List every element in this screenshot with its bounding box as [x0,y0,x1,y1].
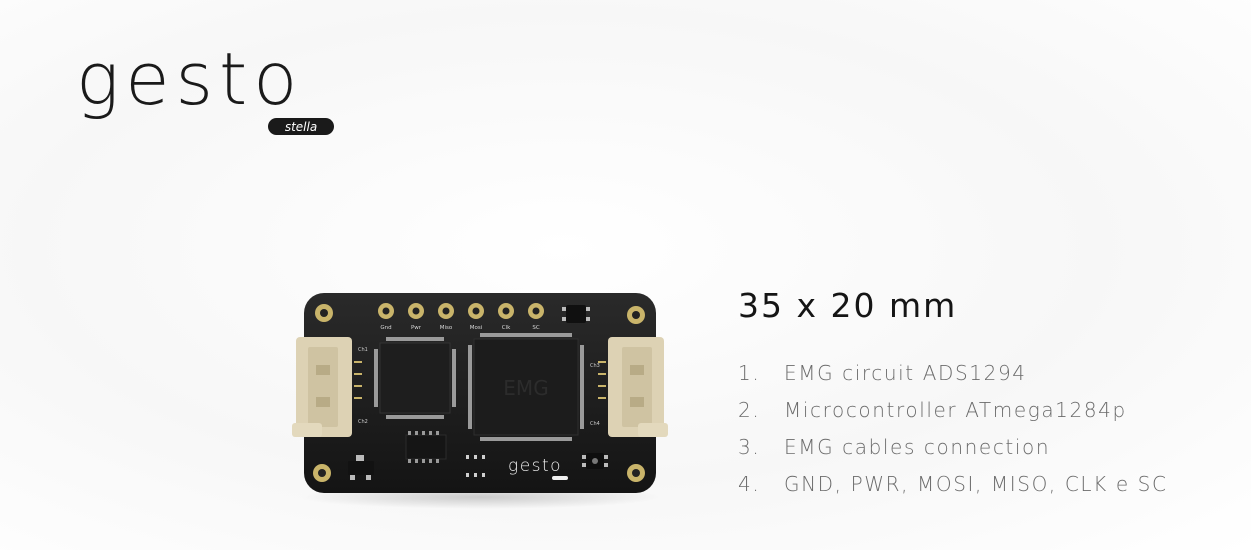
smd-pads [466,455,485,477]
feature-number: 1. [738,361,761,385]
small-component-bottom [582,453,608,469]
pin-label: Pwr [411,325,422,331]
feature-text: Microcontroller ATmega1284p [784,398,1127,422]
feature-list: 1. EMG circuit ADS1294 2. Microcontroller … [738,358,1168,506]
transistor [348,455,374,480]
pcb-silkscreen-brand: gesto [508,456,562,476]
emg-chip-ads1294 [374,337,456,419]
feature-text: EMG cables connection [784,435,1051,459]
connector-label: Ch3 [590,363,600,369]
header-pins [378,303,544,319]
gesto-logo: gesto stella [76,38,334,135]
logo-sub-pill [268,118,334,135]
feature-item: 3. EMG cables connection [738,432,1168,469]
connector-label: Ch1 [358,347,368,353]
logo-sub-text: stella [285,120,317,134]
pin-label: Clk [502,325,511,331]
mounting-holes [313,304,645,482]
connector-label: Ch4 [590,421,600,427]
logo-wordmark: gesto [76,38,303,121]
pin-label: Gnd [380,325,391,331]
pcb-board-image: Gnd Pwr Miso Mosi Clk SC Ch1 Ch2 Ch3 Ch4 [292,293,668,509]
chip-label: EMG [503,376,548,400]
feature-number: 2. [738,398,761,422]
feature-item: 1. EMG circuit ADS1294 [738,358,1168,395]
pin-labels: Gnd Pwr Miso Mosi Clk SC [380,325,539,331]
pin-label: SC [532,325,539,331]
small-component-top [562,305,590,323]
small-chip-bottom [405,431,447,463]
right-connector [598,337,668,437]
pcb-silkscreen-pill [552,476,568,480]
feature-number: 3. [738,435,761,459]
pin-label: Miso [440,325,453,331]
connector-label: Ch2 [358,419,368,425]
feature-item: 2. Microcontroller ATmega1284p [738,395,1168,432]
feature-number: 4. [738,472,761,496]
feature-text: EMG circuit ADS1294 [784,361,1027,385]
pin-label: Mosi [470,325,483,331]
feature-item: 4. GND, PWR, MOSI, MISO, CLK e SC [738,469,1168,506]
board-size-heading: 35 x 20 mm [738,286,958,325]
mcu-chip-atmega1284p: EMG [468,333,584,441]
left-connector [292,337,362,437]
feature-text: GND, PWR, MOSI, MISO, CLK e SC [784,472,1168,496]
